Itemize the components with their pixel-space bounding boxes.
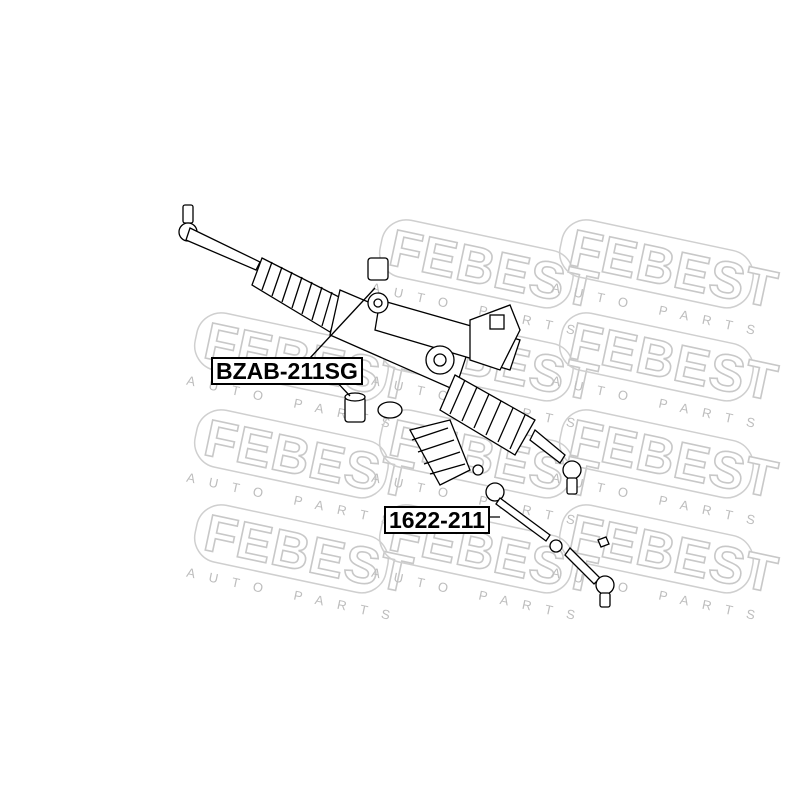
steering-rack-drawing [178,204,615,608]
right-bellows-boot [439,374,566,464]
inner-tie-rod [485,482,563,553]
part-label-bzab-211sg[interactable]: BZAB-211SG [211,357,363,385]
left-bellows-boot [251,257,346,333]
mount-bushing-top [367,257,389,314]
rack-housing [329,289,521,391]
outer-tie-rod-end [564,536,615,608]
part-label-1622-211[interactable]: 1622-211 [384,506,490,534]
mount-bushing-bottom [344,392,366,423]
left-tie-rod-end [178,204,261,271]
right-tie-rod-end [562,460,582,495]
loose-bellows-boot [377,401,484,486]
